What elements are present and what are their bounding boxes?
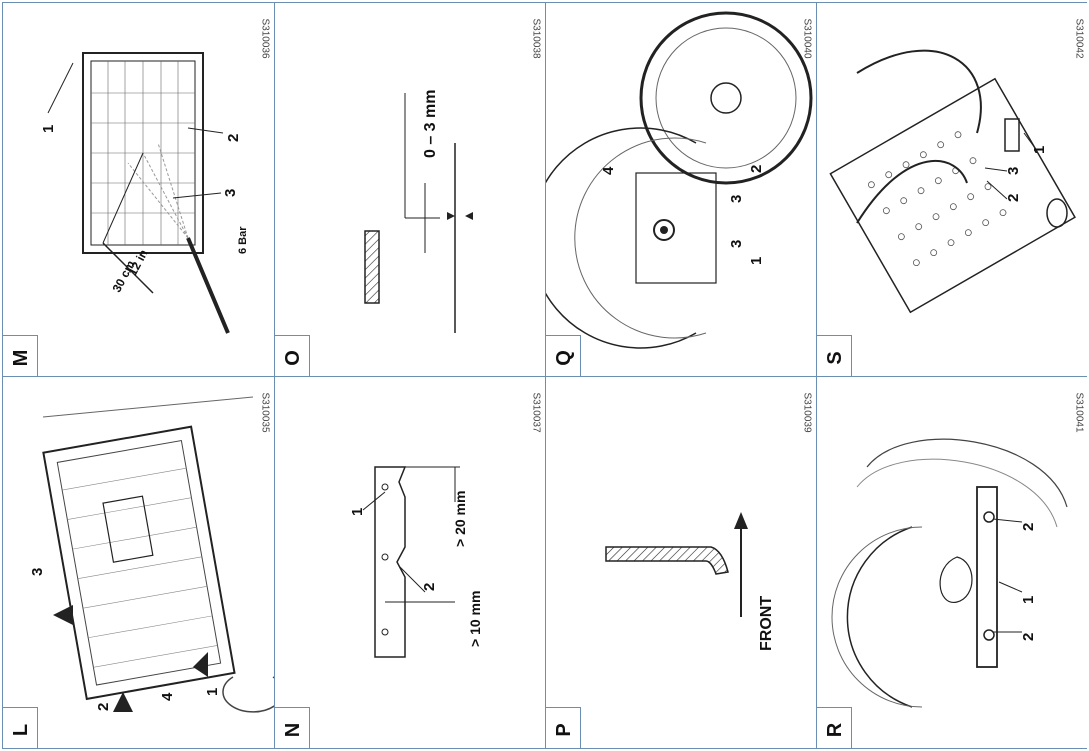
dimension-10mm: > 10 mm (467, 591, 483, 647)
panel-p-drawing: FRONT (605, 512, 775, 651)
callout-4: 4 (600, 166, 617, 175)
callout-2b: 2 (1020, 633, 1037, 641)
grid-divider (545, 3, 546, 748)
panel-m: 1 2 3 30 cm 12 in 6 Bar S310036 M (3, 3, 274, 376)
panel-letter: R (824, 722, 846, 738)
panel-q: 4 2 3 3 1 S310040 Q (546, 3, 816, 376)
panel-q-drawing: 4 2 3 3 1 (546, 11, 813, 349)
callout-3a: 3 (728, 195, 745, 203)
callout-3: 3 (222, 189, 239, 197)
dimension-20mm: > 20 mm (452, 491, 468, 547)
callout-2a: 2 (1020, 523, 1037, 531)
callout-3b: 3 (728, 240, 745, 248)
callout-1: 1 (1031, 146, 1048, 154)
callout-2: 2 (1005, 194, 1022, 202)
figure-code: S310038 (530, 18, 542, 59)
grid-divider (3, 376, 1086, 377)
panel-l: 3 2 4 1 S310035 L (3, 377, 274, 748)
panel-letter-box: N (275, 707, 310, 748)
panel-letter-box: M (3, 335, 38, 376)
panel-s-drawing: 1 2 3 (829, 49, 1076, 314)
panel-n: 1 2 > 20 mm > 10 mm S310037 N (275, 377, 545, 748)
callout-4: 4 (159, 692, 176, 701)
callout-1: 1 (40, 125, 57, 133)
panel-p: FRONT S310039 P (546, 377, 816, 748)
grid-divider (816, 3, 817, 748)
panel-letter: Q (553, 350, 575, 366)
panel-s: 1 2 3 S310042 S (817, 3, 1088, 376)
callout-1: 1 (204, 688, 221, 696)
panel-letter-box: O (275, 335, 310, 376)
callout-1: 1 (349, 508, 366, 516)
distance-in: 12 in (125, 247, 150, 278)
panel-letter: L (10, 723, 32, 737)
figure-code: S310039 (801, 392, 813, 433)
panel-letter-box: R (817, 707, 852, 748)
figure-code: S310041 (1073, 392, 1085, 433)
figure-code: S310037 (530, 392, 542, 433)
panel-m-drawing: 1 2 3 30 cm 12 in 6 Bar (40, 52, 249, 334)
panel-letter: P (553, 723, 575, 737)
grid-divider (274, 3, 275, 748)
callout-3: 3 (1005, 167, 1022, 175)
callout-2: 2 (225, 134, 242, 142)
panel-letter: S (824, 351, 846, 365)
panel-o-drawing: 0 – 3 mm (364, 90, 473, 333)
panel-letter-box: S (817, 335, 852, 376)
callout-1: 1 (748, 257, 765, 265)
callout-3: 3 (29, 568, 46, 576)
callout-2: 2 (748, 165, 765, 173)
callout-2: 2 (95, 703, 112, 711)
panel-n-drawing: 1 2 > 20 mm > 10 mm (349, 466, 483, 658)
panel-letter-box: P (546, 707, 581, 748)
figure-code: S310036 (259, 18, 271, 59)
panel-letter-box: Q (546, 335, 581, 376)
figure-code: S310035 (259, 392, 271, 433)
panel-l-drawing: 3 2 4 1 (29, 396, 274, 713)
callout-1: 1 (1020, 596, 1037, 604)
front-label: FRONT (758, 596, 775, 651)
panel-letter-box: L (3, 707, 38, 748)
panel-r: 2 2 1 S310041 R (817, 377, 1088, 748)
figure-code: S310040 (801, 18, 813, 59)
panel-r-drawing: 2 2 1 (831, 438, 1068, 708)
panel-letter: N (282, 722, 304, 738)
gap-dimension: 0 – 3 mm (422, 90, 439, 158)
panel-letter: M (10, 349, 32, 367)
figure-code: S310042 (1073, 18, 1085, 59)
panel-o: 0 – 3 mm S310038 O (275, 3, 545, 376)
pressure-label: 6 Bar (237, 226, 249, 254)
callout-2: 2 (421, 583, 438, 591)
panel-letter: O (282, 350, 304, 366)
